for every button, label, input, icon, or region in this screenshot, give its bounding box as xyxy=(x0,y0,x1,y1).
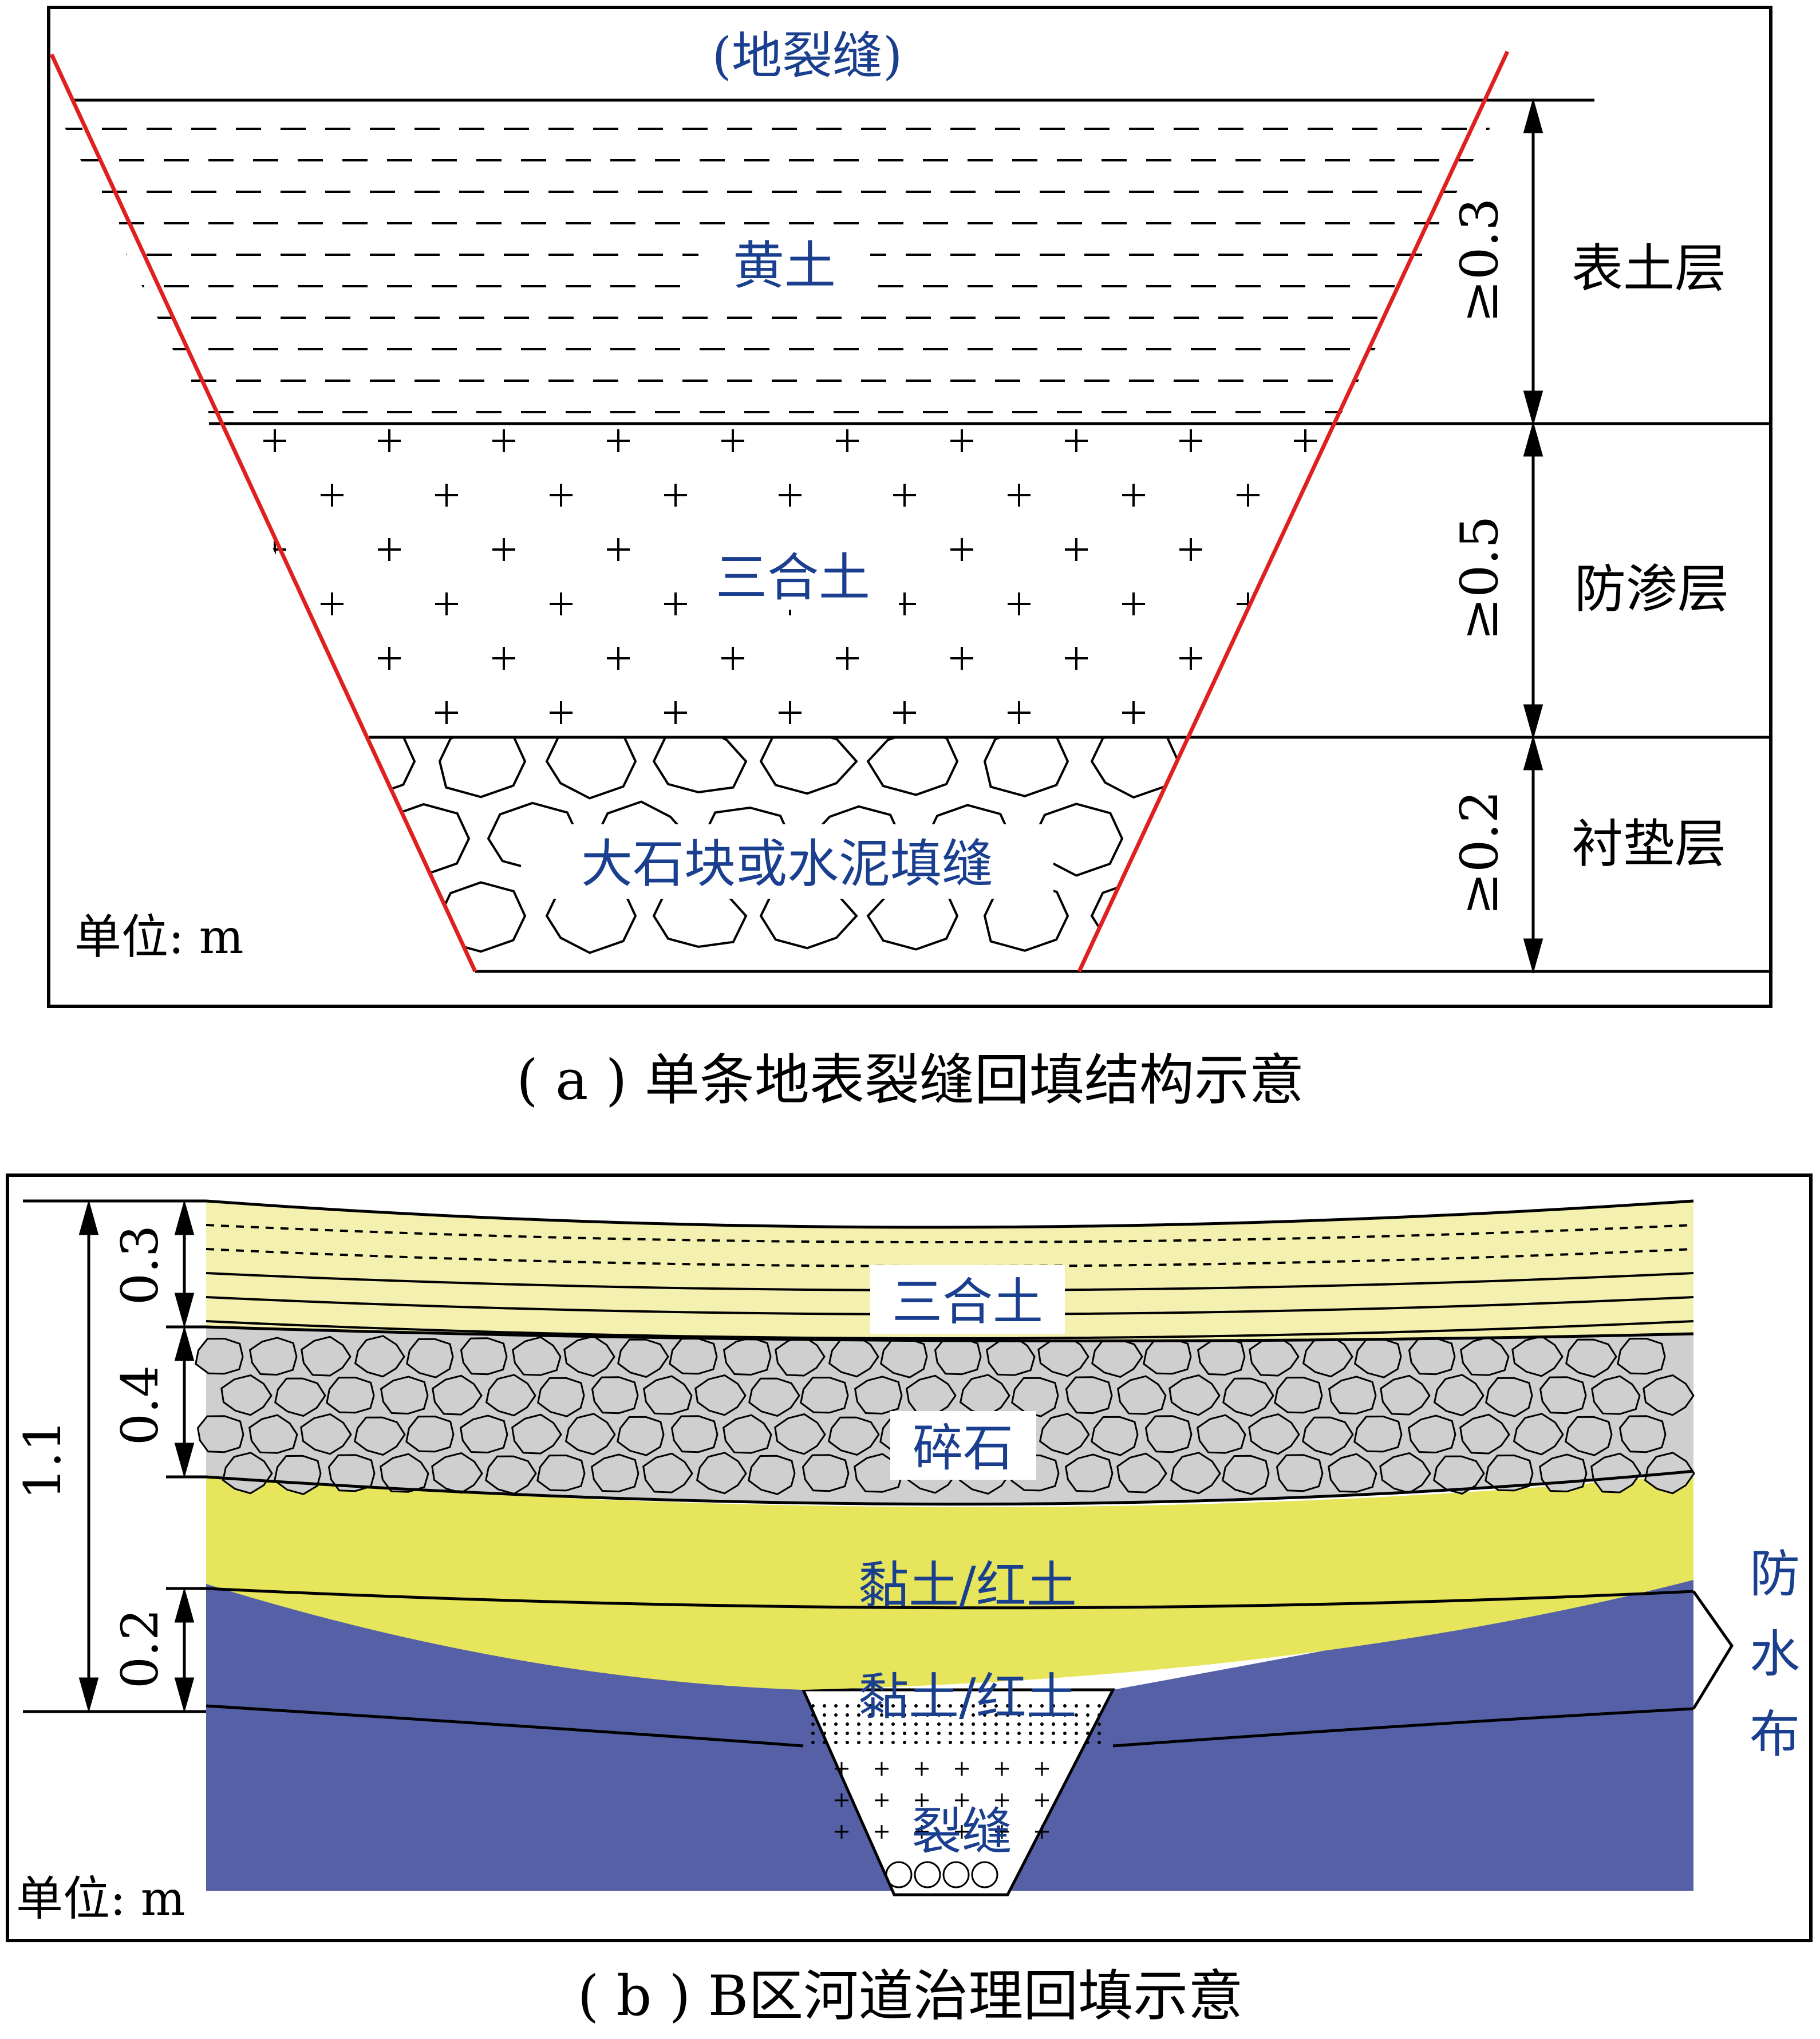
caption-b: ( b ) B区河道治理回填示意 xyxy=(578,1964,1243,2028)
loess-hatch xyxy=(57,128,1505,413)
layer-name-top: 表土层 xyxy=(1572,239,1726,299)
boundary-top xyxy=(206,1199,1694,1229)
loess-label: 黄土 xyxy=(733,236,836,296)
lime-soil-label: 三合土 xyxy=(716,548,870,608)
membrane-char-2: 水 xyxy=(1750,1625,1800,1684)
boundary-gravel-clay xyxy=(206,1469,1694,1506)
clay-upper-label: 黏土/红土 xyxy=(858,1556,1077,1615)
membrane-char-3: 布 xyxy=(1750,1705,1800,1764)
double-arrow-icon xyxy=(1523,97,1543,974)
clay-lower-label: 黏土/红土 xyxy=(858,1667,1077,1726)
caption-a: ( a ) 单条地表裂缝回填结构示意 xyxy=(516,1048,1304,1112)
thickness-b-second: 0.4 xyxy=(110,1365,169,1445)
loess-label-bg xyxy=(698,232,870,303)
lime-soil-b-label: 三合土 xyxy=(892,1273,1043,1331)
crack-label: 裂缝 xyxy=(911,1802,1012,1861)
thickness-middle: ≥0.5 xyxy=(1450,516,1510,641)
boundary-lime-gravel xyxy=(206,1325,1694,1342)
panel-a-frame xyxy=(47,6,1772,1008)
panel-b-unit: 单位: m xyxy=(16,1872,185,1926)
angle-bracket-icon xyxy=(1692,1590,1734,1710)
panel-a-unit: 单位: m xyxy=(74,910,243,965)
lime-label-bg xyxy=(687,538,899,610)
lime-b-label-bg xyxy=(870,1265,1065,1334)
panel-b: 三合土 碎石 黏土/红土 黏土/红土 裂缝 1.1 0.3 0 xyxy=(6,1173,1813,1942)
crack-hatch xyxy=(811,1704,1101,1888)
thickness-b-top: 0.3 xyxy=(110,1225,169,1305)
stone-label-bg xyxy=(521,824,1053,899)
gravel-label-bg xyxy=(890,1411,1036,1480)
panel-a-title: (地裂缝) xyxy=(712,26,903,85)
crack-fill xyxy=(801,1688,1116,1896)
panel-a: (地裂缝) 黄土 三合土 大石块或水泥填缝 ≥0.3 ≥0.5 ≥0.2 表土层… xyxy=(47,6,1772,1008)
panel-b-frame xyxy=(6,1173,1813,1942)
layer-name-middle: 防渗层 xyxy=(1574,559,1729,619)
thickness-b-third: 0.2 xyxy=(110,1609,169,1689)
thickness-total: 1.1 xyxy=(13,1420,72,1500)
layer-name-bottom: 衬垫层 xyxy=(1572,814,1726,874)
base-layer xyxy=(206,1580,1693,1895)
gravel-hatch xyxy=(195,1335,1695,1495)
membrane-char-1: 防 xyxy=(1750,1544,1800,1603)
clay-lower-layer xyxy=(206,1474,1693,1690)
trench-wall-left xyxy=(49,53,477,973)
thickness-bottom: ≥0.2 xyxy=(1450,791,1510,916)
gravel-label: 碎石 xyxy=(913,1418,1013,1477)
boundary-clay-base xyxy=(206,1704,1694,1748)
thickness-top: ≥0.3 xyxy=(1450,198,1510,323)
trench-wall-right xyxy=(1077,50,1510,973)
stone-label: 大石块或水泥填缝 xyxy=(581,834,993,894)
membrane-line xyxy=(206,1587,1694,1610)
double-arrow-icon xyxy=(23,1199,206,1713)
